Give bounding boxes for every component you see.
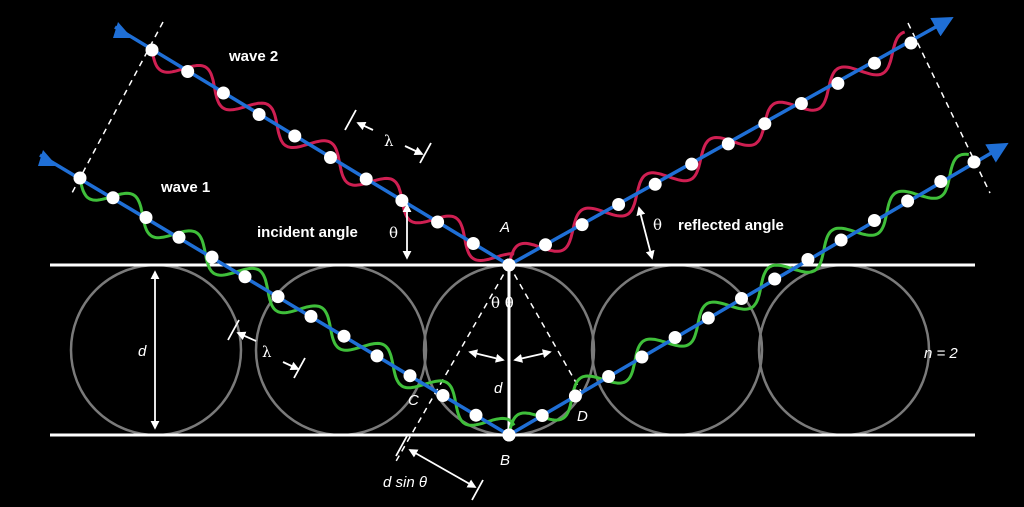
wave1-node bbox=[568, 389, 582, 403]
wave2-node bbox=[721, 137, 735, 151]
label-reflected-angle: reflected angle bbox=[678, 217, 784, 234]
wave2-node bbox=[575, 218, 589, 232]
wave1-node bbox=[403, 369, 417, 383]
wave2-node bbox=[324, 151, 337, 164]
label-d-sin-theta: d sin θ bbox=[383, 474, 427, 491]
label-d-left: d bbox=[138, 343, 147, 360]
wave2-node bbox=[831, 76, 845, 90]
wave2-node bbox=[216, 86, 230, 100]
wave1-node bbox=[502, 428, 516, 442]
wave1-node bbox=[304, 309, 318, 323]
wave1-node bbox=[469, 408, 483, 422]
label-order-n2: n = 2 bbox=[924, 345, 958, 362]
label-point-b: B bbox=[500, 452, 510, 469]
wave1-node bbox=[238, 270, 252, 284]
wave1-node bbox=[834, 233, 848, 247]
dsin-arrow bbox=[408, 449, 477, 488]
label-point-a: A bbox=[499, 219, 510, 236]
wave1-node bbox=[735, 292, 748, 305]
label-incident-angle: incident angle bbox=[257, 224, 358, 241]
waves bbox=[78, 30, 969, 436]
label-point-d: D bbox=[577, 408, 588, 425]
wave1-node bbox=[337, 329, 351, 343]
wave1-node bbox=[768, 272, 782, 286]
wave2-node bbox=[612, 198, 626, 211]
label-theta-incident: θ bbox=[389, 224, 398, 242]
wave2-node bbox=[466, 237, 480, 250]
wave1-node bbox=[535, 409, 549, 422]
wave1-node bbox=[635, 350, 649, 364]
label-theta-pair: θ θ bbox=[491, 294, 514, 312]
incoming-arrowhead-2 bbox=[113, 22, 132, 38]
label-wave2: wave 2 bbox=[228, 48, 278, 65]
wave1-node bbox=[602, 370, 616, 383]
wave1-node bbox=[271, 290, 285, 304]
wave1-node bbox=[106, 191, 120, 205]
wave1-node bbox=[370, 349, 384, 363]
wave2-node bbox=[648, 177, 662, 191]
lambda-tick-2b bbox=[419, 142, 432, 164]
wave1-node bbox=[205, 250, 219, 264]
dsin-tick-a bbox=[395, 435, 408, 457]
wave1-node bbox=[967, 155, 981, 169]
atom-row bbox=[69, 263, 931, 437]
wave1-node bbox=[701, 311, 715, 325]
atom-circle bbox=[69, 263, 243, 437]
nodes bbox=[73, 36, 981, 442]
wave1-node bbox=[801, 253, 815, 266]
wave1-node bbox=[668, 331, 682, 344]
wave2-node bbox=[539, 238, 552, 252]
label-d-inner: d bbox=[494, 380, 503, 397]
wave1-incident-wave bbox=[78, 177, 516, 427]
d-arrow-inner-left bbox=[468, 349, 505, 363]
lambda-arrow-1a bbox=[236, 331, 257, 342]
measurement-arrows bbox=[150, 109, 655, 501]
lambda-arrow-2b bbox=[404, 145, 424, 156]
lambda-tick-1a bbox=[227, 319, 240, 341]
wave2-node bbox=[685, 157, 699, 171]
label-wave1: wave 1 bbox=[160, 179, 210, 196]
wave2-reflected-wave bbox=[507, 30, 906, 266]
wave1-node bbox=[172, 230, 186, 244]
wave2-node bbox=[758, 117, 772, 131]
wave1-node bbox=[139, 211, 153, 224]
wave2-node bbox=[502, 258, 516, 272]
lambda-tick-2a bbox=[344, 109, 357, 131]
wave1-node bbox=[901, 194, 915, 208]
d-arrow-inner-right bbox=[513, 349, 552, 363]
wave2-node bbox=[431, 215, 445, 229]
wave2-node bbox=[181, 65, 195, 78]
label-lambda-2: λ bbox=[384, 132, 394, 150]
dsin-tick-b bbox=[471, 479, 484, 501]
lambda-arrow-2a bbox=[356, 121, 374, 131]
ray-wave2-incident bbox=[114, 25, 510, 267]
label-theta-reflected: θ bbox=[653, 216, 662, 234]
wave2-node bbox=[145, 43, 159, 57]
wave2-node bbox=[868, 56, 881, 70]
atom-circle bbox=[590, 263, 764, 437]
wave2-node bbox=[794, 97, 808, 110]
incoming-arrowhead-1 bbox=[38, 150, 57, 166]
wave1-reflected-wave bbox=[507, 152, 969, 436]
wave1-node bbox=[436, 389, 450, 402]
rays bbox=[38, 16, 1009, 437]
wave2-incident-wave bbox=[150, 49, 515, 263]
lambda-arrow-1b bbox=[282, 361, 300, 371]
label-point-c: C bbox=[408, 392, 419, 409]
wave1-node bbox=[867, 214, 881, 227]
label-lambda-1: λ bbox=[262, 343, 272, 361]
wave1-node bbox=[73, 171, 87, 185]
wave1-node bbox=[934, 175, 948, 188]
atom-circle bbox=[757, 263, 931, 437]
theta-arrow-reflected bbox=[636, 206, 655, 260]
ray-wave1-reflected bbox=[508, 142, 1009, 437]
wave2-node bbox=[359, 172, 373, 186]
wave2-node bbox=[288, 129, 302, 143]
wavefront-lines bbox=[71, 21, 991, 464]
wave2-node bbox=[904, 36, 918, 50]
wave2-node bbox=[252, 108, 266, 121]
